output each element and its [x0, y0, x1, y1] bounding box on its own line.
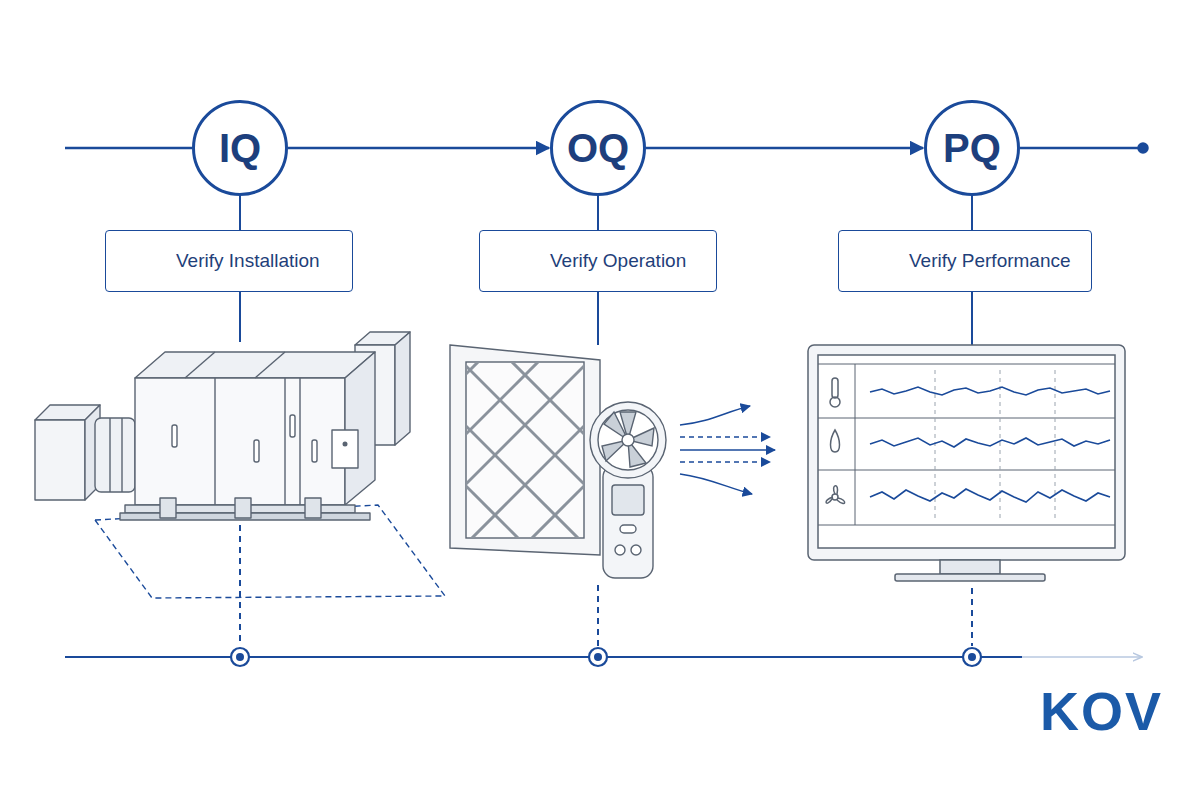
- phase-circle: OQ: [550, 100, 646, 196]
- dashed-drop: [239, 525, 241, 646]
- leader-connector: [971, 196, 973, 230]
- anemometer: [590, 402, 666, 578]
- timeline-dot: [231, 648, 249, 666]
- dashed-drop: [597, 585, 599, 646]
- timeline-dot: [963, 648, 981, 666]
- timeline-segment: [1020, 147, 1140, 150]
- leader-line: [597, 292, 599, 345]
- step-label: Verify Operation: [550, 250, 686, 272]
- step-box: Verify Performance: [838, 230, 1092, 292]
- phase-circle: IQ: [192, 100, 288, 196]
- trend-line: [870, 387, 1110, 395]
- leader-line: [971, 292, 973, 345]
- phase-circle: PQ: [924, 100, 1020, 196]
- timeline-dot: [589, 648, 607, 666]
- timeline-end-dot: [1139, 144, 1148, 153]
- step-label: Verify Installation: [176, 250, 320, 272]
- timeline-arrow: [646, 147, 923, 150]
- timeline-line: [65, 656, 1022, 658]
- dashed-drop: [971, 588, 973, 646]
- phase-label: IQ: [219, 126, 261, 171]
- leader-connector: [239, 196, 241, 230]
- step-box: Verify Installation: [105, 230, 353, 292]
- trend-line: [870, 489, 1110, 502]
- logo-text: KOV: [1040, 680, 1163, 742]
- leader-line: [239, 292, 241, 342]
- timeline-arrow: [288, 147, 549, 150]
- timeline-segment: [65, 147, 192, 150]
- leader-connector: [597, 196, 599, 230]
- step-label: Verify Performance: [909, 250, 1071, 272]
- logo-panel: [1022, 628, 1200, 800]
- timeline-fade: [1022, 656, 1142, 658]
- airflow-arrows: [680, 406, 775, 494]
- timeline-bottom: [65, 525, 1022, 666]
- phase-label: PQ: [943, 126, 1001, 171]
- monitor: [808, 345, 1125, 581]
- step-box: Verify Operation: [479, 230, 717, 292]
- hepa-filter: [420, 340, 660, 580]
- trend-line: [870, 438, 1110, 447]
- phase-label: OQ: [567, 126, 629, 171]
- leader-lines: [240, 292, 972, 345]
